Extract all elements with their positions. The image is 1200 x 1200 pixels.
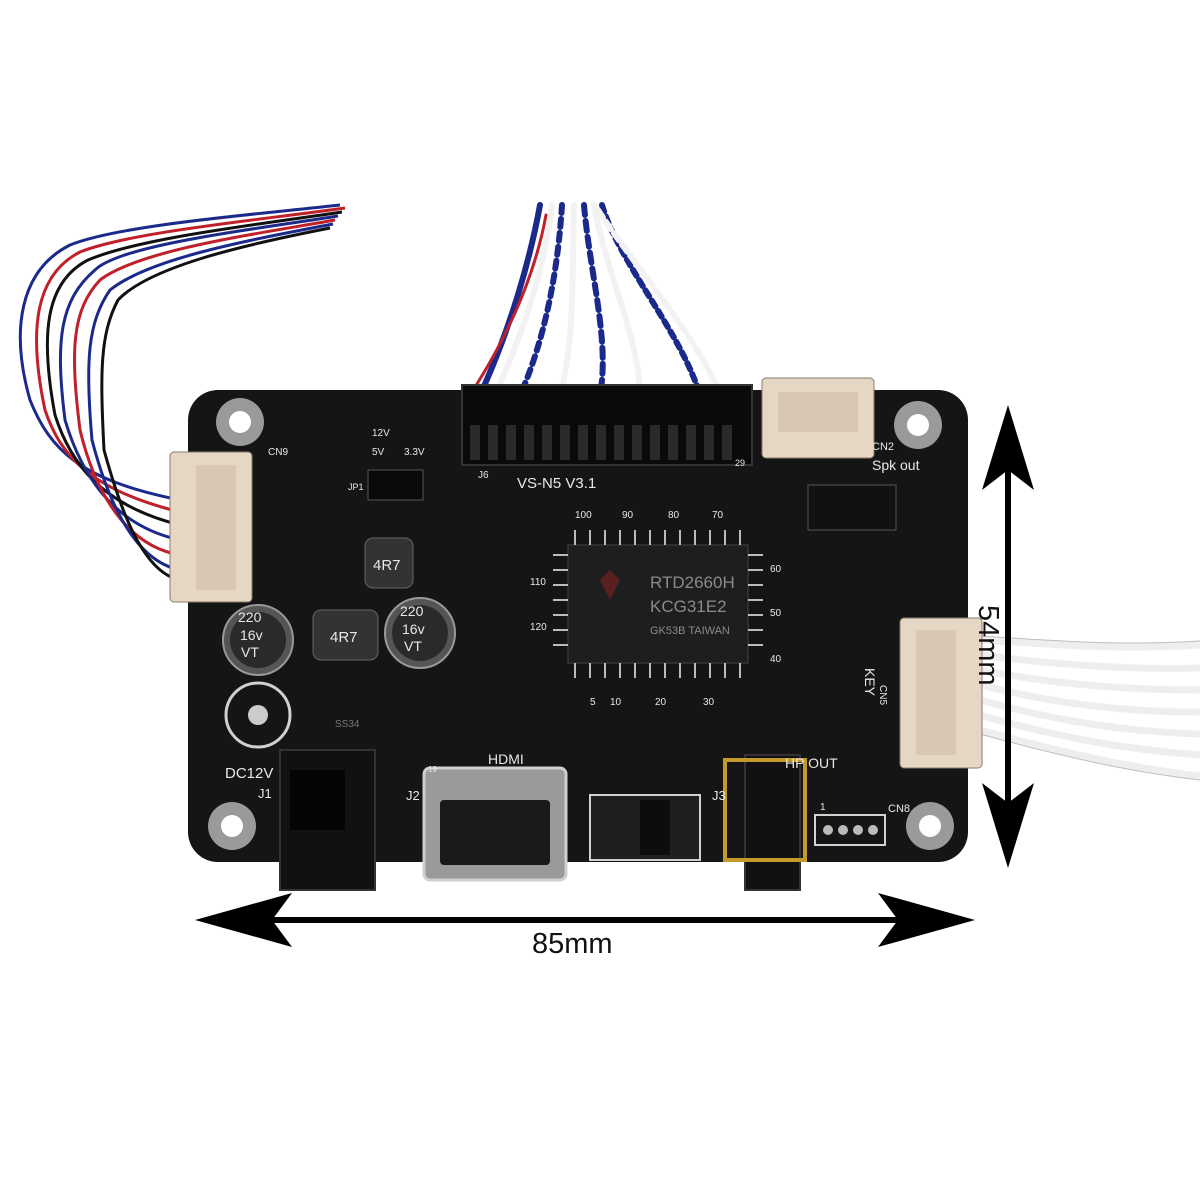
chip-pin-80: 80 [668, 510, 680, 521]
chip-pin-10: 10 [610, 697, 622, 708]
inductor-upper-label: 4R7 [373, 557, 401, 574]
chip-marking-line3: GK53B TAIWAN [650, 625, 730, 637]
audio-amp-ic [807, 484, 897, 531]
header-cn8-pins [823, 825, 878, 835]
chip-pin-110: 110 [530, 577, 546, 588]
speaker-connector-slot [778, 392, 858, 432]
pin19-label: 19 [428, 765, 437, 774]
dc-jack-opening [290, 770, 345, 830]
chip-pin-40: 40 [770, 654, 782, 665]
chip-pins-top [574, 530, 741, 545]
chip-pins-bottom [574, 663, 741, 678]
width-dimension-arrow [195, 893, 975, 947]
main-chip-rtd2660h [567, 544, 749, 664]
audio-jack-j3 [744, 754, 801, 891]
mounting-hole-top-right [894, 401, 942, 449]
audio-jack-contacts [723, 758, 807, 862]
capacitor-left [222, 604, 294, 676]
chip-pin-100: 100 [575, 510, 592, 521]
j2-label: J2 [406, 788, 420, 803]
chip-pin-90: 90 [622, 510, 634, 521]
capacitor-left-value: 220 [238, 609, 262, 625]
mounting-hole-bottom-left [208, 802, 256, 850]
3v3-label: 3.3V [404, 447, 425, 458]
chip-marking-line2: KCG31E2 [650, 597, 727, 616]
height-dimension-label: 54mm [972, 605, 1004, 686]
chip-pin-5: 5 [590, 697, 596, 708]
potentiometer [224, 681, 292, 749]
chip-marking-line1: RTD2660H [650, 573, 735, 592]
chip-pin-60: 60 [770, 564, 782, 575]
height-dimension-arrow [982, 405, 1034, 868]
cn9-label: CN9 [268, 447, 288, 458]
capacitor-left-voltage: 16v [240, 627, 263, 643]
chip-pin-70: 70 [712, 510, 724, 521]
hdmi-label: HDMI [488, 751, 524, 767]
key-connector-slot [916, 630, 956, 755]
board-model-label: VS-N5 V3.1 [517, 475, 596, 492]
5v-label: 5V [372, 447, 385, 458]
left-wire-harness [18, 203, 346, 582]
inductor-upper [364, 537, 414, 589]
header-cn8 [814, 814, 886, 846]
realtek-logo [600, 570, 620, 600]
mounting-hole-top-left [216, 398, 264, 446]
inductor-lower-label: 4R7 [330, 629, 358, 646]
ss34-label: SS34 [335, 719, 360, 730]
potentiometer-center [248, 705, 268, 725]
chip-pin-20: 20 [655, 697, 667, 708]
12v-label: 12V [372, 428, 390, 439]
jumper-jp1 [367, 469, 424, 501]
capacitor-middle-value: 220 [400, 603, 424, 619]
pin1-label: 1 [820, 802, 826, 813]
capacitor-middle-type: VT [404, 638, 422, 654]
chip-pin-50: 50 [770, 608, 782, 619]
capacitor-left-type: VT [241, 644, 259, 660]
dc-label: DC12V [225, 765, 273, 782]
width-dimension-label: 85mm [532, 928, 613, 960]
j1-label: J1 [258, 786, 272, 801]
key-label: KEY [862, 668, 878, 697]
hp-out-label: HP OUT [785, 755, 838, 771]
chip-pins-left [553, 554, 568, 646]
chip-pin-30: 30 [703, 697, 715, 708]
spk-out-label: Spk out [872, 457, 920, 473]
lvds-header-pins [470, 425, 732, 460]
j3-label: J3 [712, 788, 726, 803]
cn5-label: CN5 [877, 685, 888, 705]
j6-label: J6 [478, 470, 489, 481]
capacitor-middle-voltage: 16v [402, 621, 425, 637]
regulator-body [640, 800, 670, 855]
top-lvds-harness [468, 202, 723, 398]
cn2-label: CN2 [872, 441, 894, 453]
jp1-label: JP1 [348, 482, 364, 492]
hdmi-opening [440, 800, 550, 865]
left-connector-slot [196, 465, 236, 590]
cn8-label: CN8 [888, 803, 910, 815]
inductor-lower [312, 609, 379, 661]
chip-pin-120: 120 [530, 622, 547, 633]
right-white-cable [979, 636, 1200, 780]
pin29-label: 29 [735, 458, 745, 468]
chip-pins-right [748, 554, 763, 646]
capacitor-middle [384, 597, 456, 669]
mounting-hole-bottom-right [906, 802, 954, 850]
